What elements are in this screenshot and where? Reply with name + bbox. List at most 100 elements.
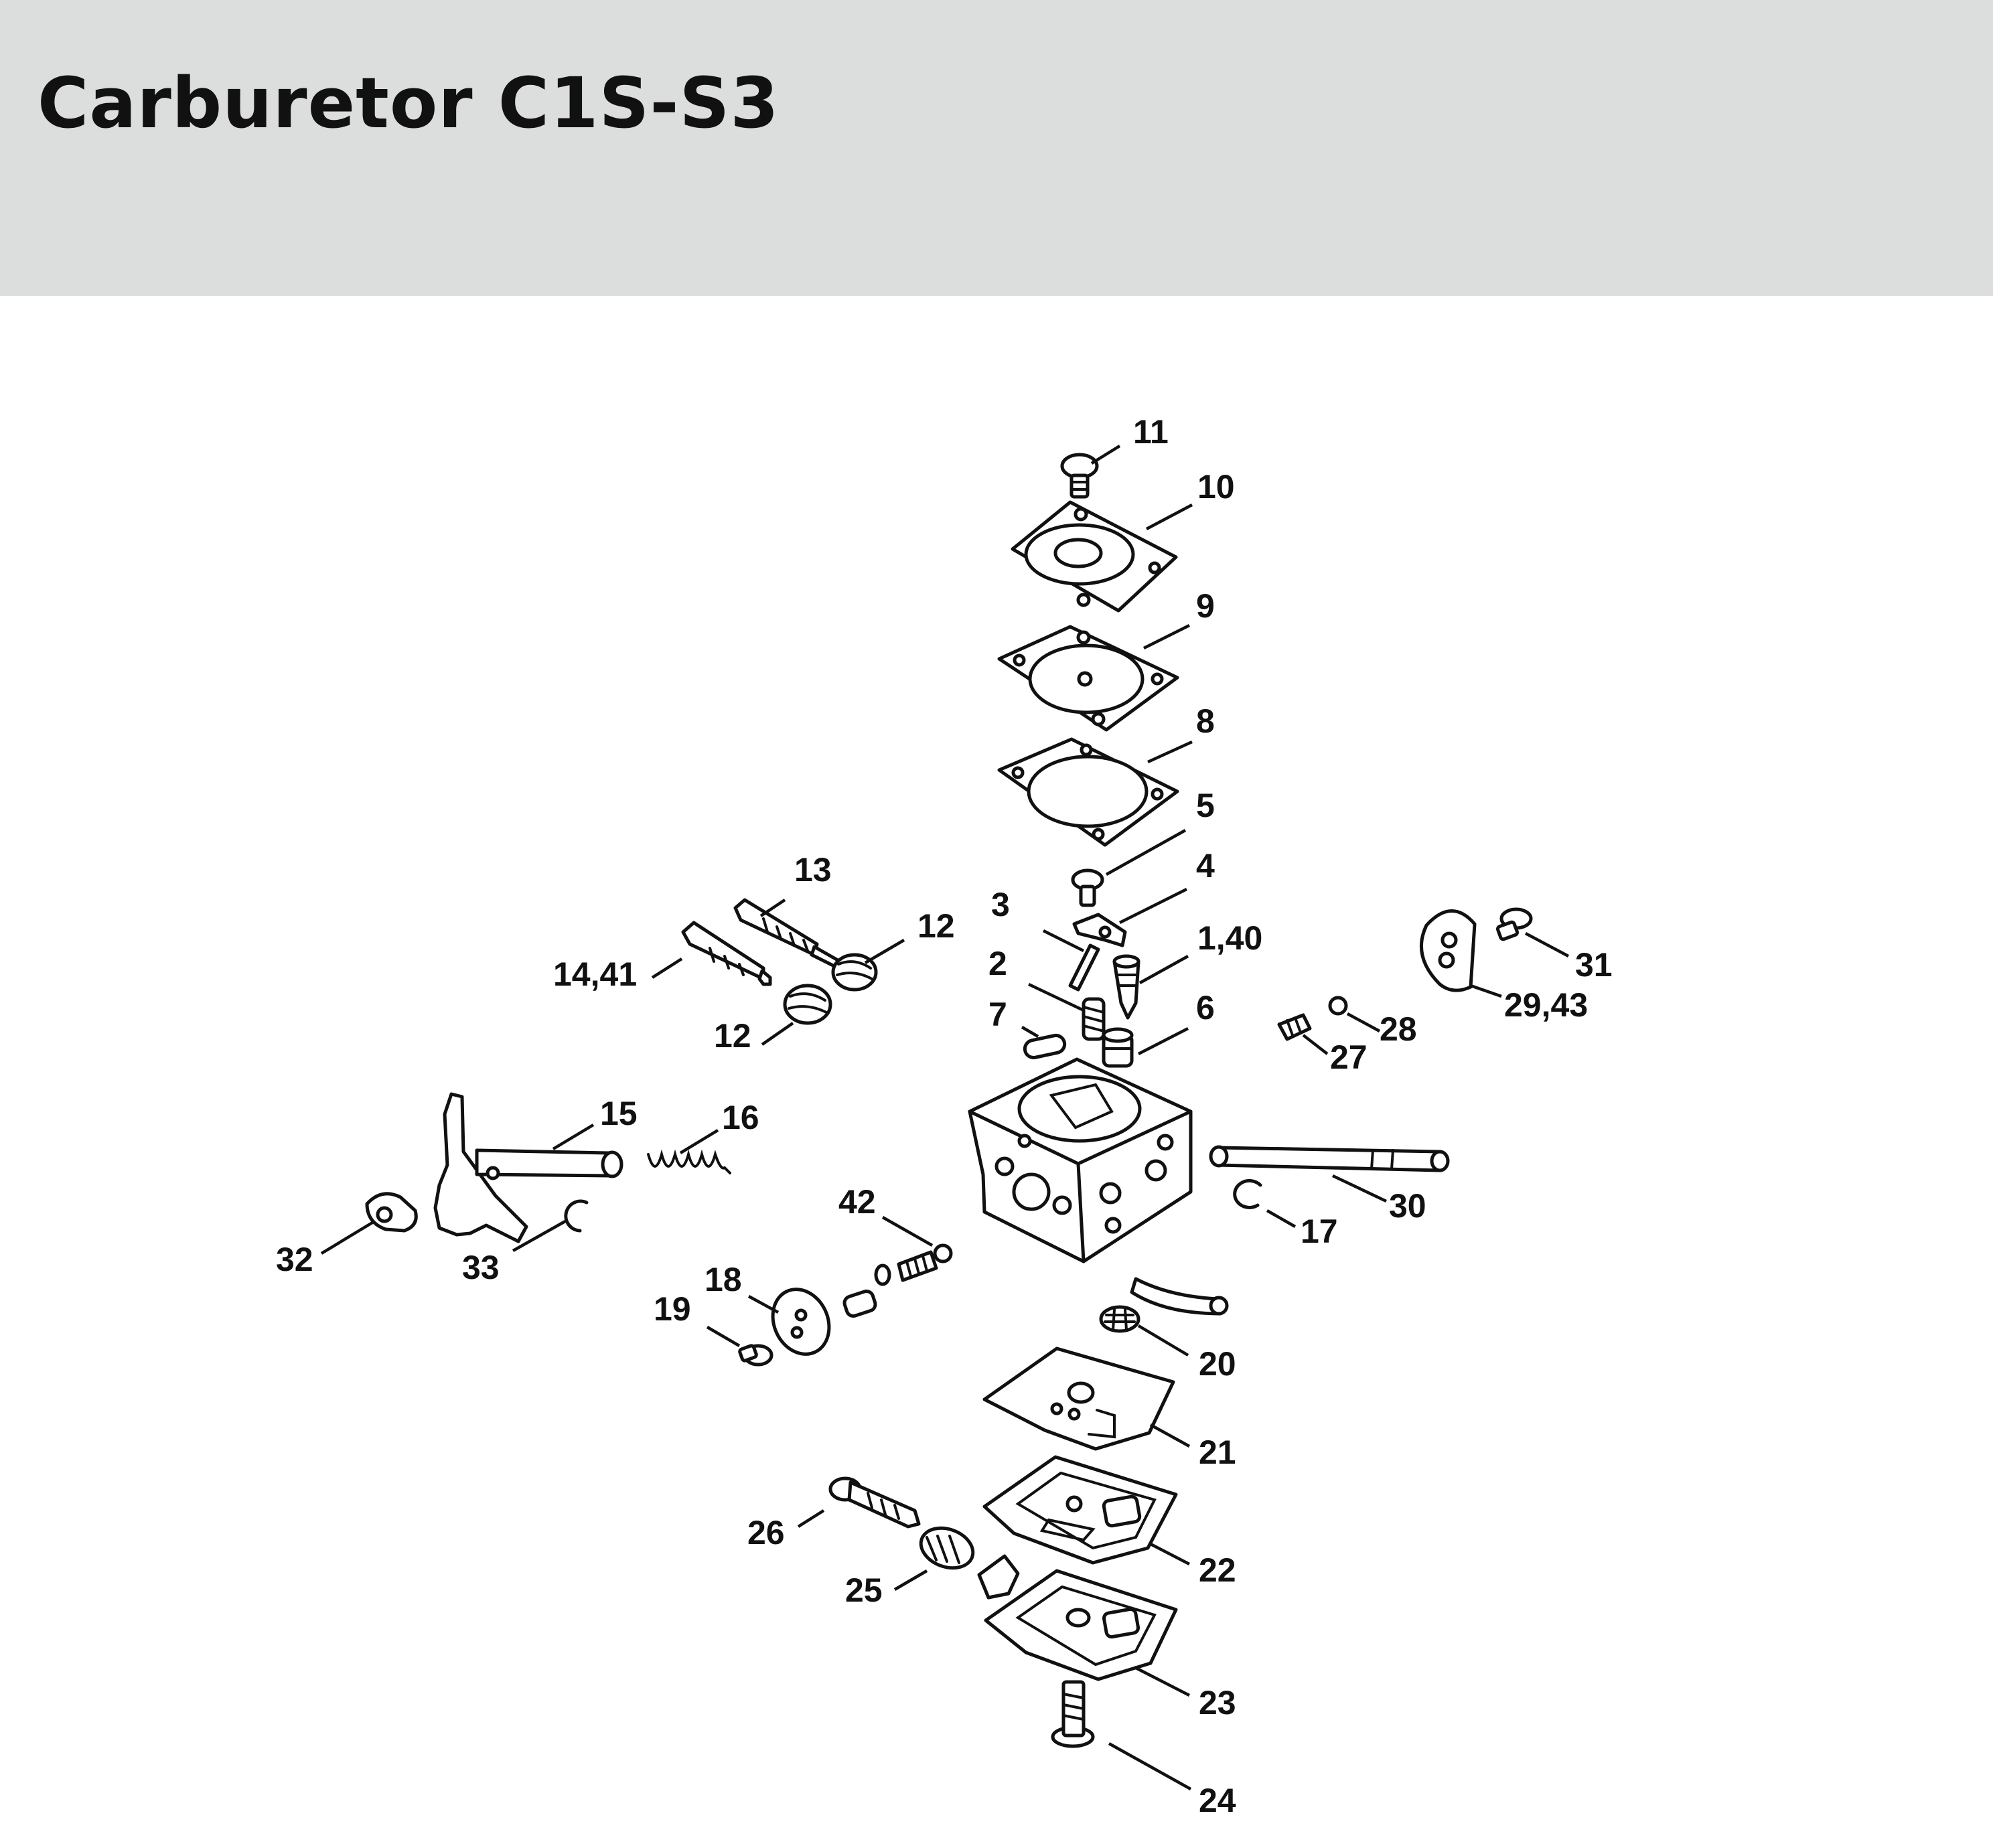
part-swivel-32 — [365, 1192, 418, 1233]
callout-21: 21 — [1199, 1434, 1236, 1471]
callout-10: 10 — [1197, 468, 1235, 506]
part-shaft-15 — [433, 1092, 623, 1243]
part-strainer-20 — [1099, 1305, 1140, 1333]
callout-9: 9 — [1196, 587, 1215, 625]
callout-29-43: 29,43 — [1504, 986, 1588, 1024]
leader-3 — [1042, 929, 1085, 953]
part-screw-14-41 — [681, 921, 772, 986]
part-spring-25 — [919, 1526, 975, 1570]
part-spring-12-upper — [831, 953, 878, 992]
part-needle-1-40 — [1112, 954, 1140, 1020]
page-title: Carburetor C1S-S3 — [38, 62, 780, 144]
leader-7 — [1021, 1026, 1039, 1038]
callout-27: 27 — [1330, 1038, 1368, 1076]
leader-4 — [1118, 887, 1188, 925]
callout-11: 11 — [1133, 413, 1169, 451]
callout-4: 4 — [1196, 847, 1215, 884]
callout-3: 3 — [991, 886, 1010, 923]
part-gasket-8 — [997, 737, 1179, 847]
callout-19: 19 — [654, 1290, 691, 1328]
callout-8: 8 — [1196, 702, 1215, 740]
callout-23: 23 — [1199, 1684, 1236, 1721]
callout-26: 26 — [747, 1514, 785, 1551]
part-spring-2 — [1082, 997, 1106, 1041]
callout-28: 28 — [1380, 1010, 1417, 1048]
callout-12a: 12 — [917, 907, 955, 945]
leader-15 — [552, 1124, 595, 1150]
leader-30 — [1332, 1174, 1387, 1203]
callout-2: 2 — [988, 945, 1007, 982]
leader-17 — [1266, 1209, 1297, 1228]
callout-14-41: 14,41 — [553, 955, 637, 993]
part-screw-26 — [828, 1476, 921, 1529]
callout-5: 5 — [1196, 787, 1215, 824]
callout-15: 15 — [600, 1095, 638, 1132]
callout-22: 22 — [1199, 1551, 1236, 1589]
part-carburetor-body — [968, 1057, 1193, 1263]
leader-29-43 — [1470, 984, 1502, 998]
part-lever-4 — [1072, 913, 1127, 947]
leader-25 — [893, 1569, 928, 1591]
part-plate-29-43 — [1419, 909, 1477, 992]
part-seat-6 — [1102, 1027, 1134, 1068]
leader-42 — [881, 1216, 934, 1247]
callout-20: 20 — [1199, 1345, 1236, 1383]
leader-22 — [1149, 1543, 1191, 1565]
leader-24 — [1108, 1742, 1192, 1790]
callout-42: 42 — [838, 1183, 876, 1221]
leader-20 — [1137, 1324, 1189, 1357]
part-spring-16 — [647, 1149, 731, 1174]
part-hose — [1130, 1277, 1229, 1316]
callout-31: 31 — [1575, 946, 1613, 984]
leader-9 — [1142, 623, 1191, 650]
part-screw-19 — [738, 1344, 773, 1367]
part-shaft-30 — [1209, 1145, 1450, 1172]
leader-5 — [1105, 829, 1187, 876]
leader-28 — [1346, 1012, 1381, 1032]
leader-19 — [706, 1326, 741, 1347]
callout-25: 25 — [845, 1571, 883, 1609]
leader-12a — [864, 939, 905, 964]
callout-16: 16 — [722, 1099, 759, 1136]
header-band — [0, 0, 1993, 296]
part-spring-27 — [1277, 1013, 1312, 1041]
leader-26 — [797, 1509, 825, 1528]
callout-17: 17 — [1301, 1213, 1338, 1250]
leader-21 — [1149, 1423, 1191, 1448]
part-diaphragm-22 — [982, 1455, 1178, 1565]
part-filter-42 — [933, 1243, 953, 1263]
callout-6: 6 — [1196, 989, 1215, 1026]
leader-31 — [1524, 932, 1570, 957]
part-screw-31 — [1495, 907, 1533, 941]
part-clip-17 — [1233, 1178, 1262, 1209]
part-plate-18 — [771, 1288, 831, 1356]
leader-11 — [1090, 445, 1121, 465]
callout-33: 33 — [462, 1249, 500, 1286]
leader-27 — [1302, 1034, 1329, 1055]
leader-2 — [1028, 982, 1083, 1012]
leader-10 — [1145, 504, 1193, 530]
leader-16 — [679, 1129, 719, 1154]
part-diaphragm-9 — [997, 625, 1179, 732]
leader-1-40 — [1138, 955, 1189, 984]
part-clip-33 — [564, 1199, 589, 1233]
leader-33 — [512, 1220, 567, 1252]
leader-18 — [747, 1295, 780, 1314]
part-screw-5 — [1071, 868, 1104, 907]
part-spring-42-assembly — [842, 1250, 938, 1318]
part-cover-10 — [1011, 500, 1178, 613]
callout-18: 18 — [705, 1261, 742, 1298]
part-spring-12-lower — [783, 984, 832, 1025]
callout-30: 30 — [1389, 1187, 1426, 1225]
part-cover-23 — [977, 1554, 1178, 1681]
part-gasket-21 — [982, 1346, 1175, 1451]
callout-13: 13 — [794, 851, 832, 889]
callout-1-40: 1,40 — [1197, 919, 1262, 957]
part-screw-11 — [1060, 453, 1099, 499]
callout-32: 32 — [276, 1241, 313, 1278]
part-ball-28 — [1328, 996, 1348, 1016]
leader-6 — [1137, 1026, 1189, 1056]
callout-7: 7 — [988, 996, 1007, 1033]
callout-12b: 12 — [714, 1017, 751, 1055]
